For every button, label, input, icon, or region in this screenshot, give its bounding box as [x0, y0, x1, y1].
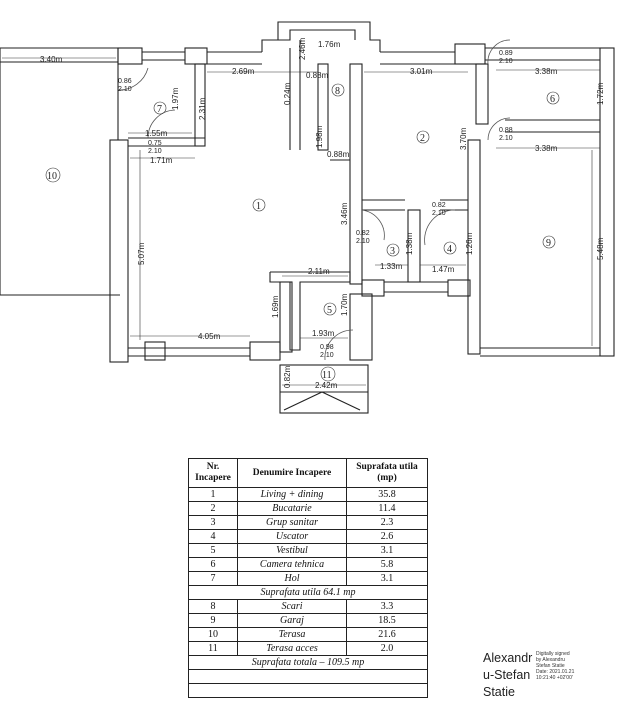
dim-label: 1.71m	[150, 156, 173, 165]
floor-plan: 3.40m 1.76m 2.69m 3.01m 3.38m 3.38m 1.55…	[0, 21, 615, 414]
door-height: 2.10	[499, 58, 513, 65]
door-width: 0.82	[432, 202, 446, 209]
room-number: 3	[390, 246, 395, 257]
signature-name-line: Alexandr	[483, 651, 533, 665]
room-number: 9	[546, 238, 551, 249]
door-width: 0.86	[118, 78, 132, 85]
dim-label: 3.40m	[40, 55, 63, 64]
door-height: 2.10	[356, 238, 370, 245]
dim-label: 0.88m	[327, 150, 350, 159]
dim-label: 1.98m	[315, 125, 324, 148]
signature-name-line: u-Stefan	[483, 668, 531, 682]
dim-label: 1.69m	[271, 295, 280, 318]
door-width: 0.88	[499, 127, 513, 134]
door-width: 0.82	[356, 230, 370, 237]
dim-label: 4.05m	[198, 332, 221, 341]
col-header-name: Denumire Incapere	[237, 458, 347, 488]
dim-label: 1.33m	[380, 262, 403, 271]
empty-row	[188, 683, 428, 698]
door-width: 0.75	[148, 140, 162, 147]
subtotal-row: Suprafata utila 64.1 mp	[188, 585, 428, 600]
room-number: 1	[256, 201, 261, 212]
door-height: 2.10	[118, 86, 132, 93]
dim-label: 2.42m	[315, 381, 338, 390]
dim-label: 0.24m	[283, 82, 292, 105]
dim-label: 1.93m	[312, 329, 335, 338]
dim-label: 3.38m	[535, 144, 558, 153]
signature-details: Digitally signed by Alexandru Stefan Sta…	[536, 651, 575, 681]
dim-label: 1.72m	[596, 82, 605, 105]
dim-label: 1.47m	[432, 265, 455, 274]
dim-label: 5.48m	[596, 237, 605, 260]
total-row: Suprafata totala – 109.5 mp	[188, 655, 428, 670]
dim-label: 3.70m	[459, 127, 468, 150]
door-height: 2.10	[432, 210, 446, 217]
room-number: 10	[47, 171, 57, 182]
dim-label: 1.70m	[340, 293, 349, 316]
door-width: 0.98	[320, 344, 334, 351]
dim-label: 1.76m	[318, 40, 341, 49]
door-height: 2.10	[320, 352, 334, 359]
dim-label: 2.11m	[308, 267, 330, 276]
room-number: 5	[327, 305, 332, 316]
room-number: 11	[322, 370, 332, 381]
room-area-table: Nr. Incapere Denumire Incapere Suprafata…	[188, 458, 428, 698]
door-width: 0.89	[499, 50, 513, 57]
door-height: 2.10	[148, 148, 162, 155]
room-number: 8	[335, 86, 340, 97]
dim-label: 2.69m	[232, 67, 255, 76]
dim-label: 0.88m	[306, 71, 329, 80]
dim-label: 2.31m	[198, 97, 207, 120]
door-height: 2.10	[499, 135, 513, 142]
dim-label: 3.01m	[410, 67, 433, 76]
room-number: 4	[447, 244, 452, 255]
empty-row	[188, 669, 428, 684]
dim-label: 1.55m	[145, 129, 168, 138]
col-header-area: Suprafata utila (mp)	[346, 458, 428, 488]
signature-name-line: Statie	[483, 685, 515, 699]
dim-label: 1.38m	[405, 232, 414, 255]
digital-signature: Alexandr u-Stefan Statie Digitally signe…	[483, 650, 603, 700]
dim-label: 5.07m	[137, 242, 146, 265]
col-header-nr: Nr. Incapere	[188, 458, 238, 488]
room-number: 2	[420, 133, 425, 144]
room-number: 6	[550, 94, 555, 105]
dim-label: 2.46m	[298, 37, 307, 60]
dim-label: 1.97m	[171, 87, 180, 110]
dim-label: 3.46m	[340, 202, 349, 225]
dim-label: 3.38m	[535, 67, 558, 76]
dim-label: 0.82m	[283, 365, 292, 388]
dim-label: 1.26m	[465, 232, 474, 255]
room-number: 7	[157, 104, 162, 115]
